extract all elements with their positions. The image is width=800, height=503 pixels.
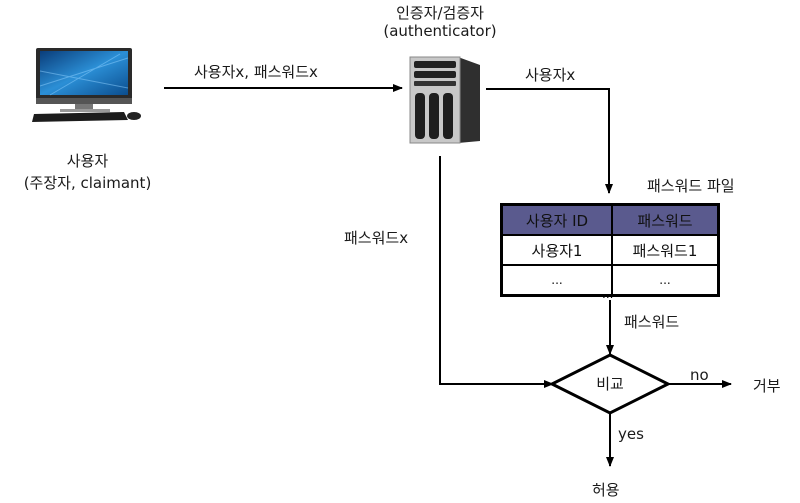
table-cell-user-id: 사용자1 [500, 234, 613, 266]
column-header-user-id: 사용자 ID [500, 203, 613, 236]
edge-label-authenticator-to-compare: 패스워드x [344, 229, 409, 247]
compare-label: 비교 [596, 375, 624, 393]
authenticator-label-line2: (authenticator) [383, 22, 497, 40]
column-header-password: 패스워드 [611, 203, 720, 236]
edge-label-user-to-authenticator: 사용자x, 패스워드x [194, 63, 318, 81]
user-label-line1: 사용자 [66, 152, 109, 170]
edge-label-yes: yes [618, 425, 644, 443]
table-row: ... ... [500, 264, 720, 297]
table-header-row: 사용자 ID 패스워드 [500, 203, 720, 236]
password-file-title: 패스워드 파일 [647, 177, 735, 195]
edge-authenticator-to-compare [439, 156, 554, 388]
outcome-reject: 거부 [753, 377, 781, 395]
edge-authenticator-to-file [486, 88, 613, 194]
password-file-table: 사용자 ID 패스워드 사용자1 패스워드1 ... ... [500, 203, 720, 297]
outcome-accept: 허용 [592, 481, 620, 499]
server-tower-icon [409, 56, 480, 144]
table-cell-user-id: ... [500, 264, 613, 297]
user-label-line2: (주장자, claimant) [23, 174, 152, 192]
edge-label-authenticator-to-file: 사용자x [525, 66, 576, 84]
edge-label-file-to-compare: 패스워드 [624, 313, 680, 331]
authenticator-label-line1: 인증자/검증자 [396, 4, 484, 22]
table-row: 사용자1 패스워드1 [500, 234, 720, 266]
authenticator-label: 인증자/검증자 (authenticator) [360, 4, 520, 40]
desktop-computer-icon [32, 48, 141, 122]
table-cell-password: ... [611, 264, 720, 297]
user-label: 사용자 (주장자, claimant) [0, 152, 175, 192]
edge-label-no: no [690, 366, 709, 384]
compare-diamond [548, 353, 672, 415]
table-cell-password: 패스워드1 [611, 234, 720, 266]
